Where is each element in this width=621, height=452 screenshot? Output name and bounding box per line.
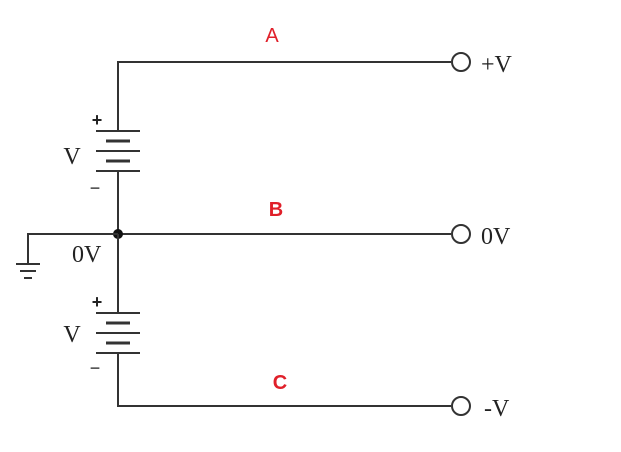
- battery-lower-plus: +: [92, 292, 103, 312]
- rail-b: B 0V 0V: [72, 171, 511, 268]
- ground-icon: [16, 233, 118, 279]
- battery-lower-label: V: [63, 322, 81, 348]
- ground-wire: [27, 233, 118, 264]
- terminal-top[interactable]: [451, 52, 471, 72]
- rail-c: C -V: [117, 353, 510, 422]
- rail-a: A +V: [117, 25, 513, 130]
- node-label-a: A: [265, 25, 279, 47]
- battery-lower-minus: −: [90, 358, 101, 378]
- battery-upper: + V −: [63, 110, 140, 198]
- wire-a: [117, 61, 451, 130]
- ground-label: 0V: [72, 242, 102, 268]
- terminal-label-bottom: -V: [484, 396, 510, 422]
- battery-upper-minus: −: [90, 178, 101, 198]
- terminal-bottom[interactable]: [451, 396, 471, 416]
- node-label-b: B: [269, 199, 283, 221]
- wire-c: [117, 353, 451, 407]
- node-label-c: C: [273, 372, 287, 394]
- battery-upper-plus: +: [92, 110, 103, 130]
- terminal-label-top: +V: [481, 52, 513, 78]
- terminal-label-middle: 0V: [481, 224, 511, 250]
- terminal-middle[interactable]: [451, 224, 471, 244]
- battery-upper-label: V: [63, 144, 81, 170]
